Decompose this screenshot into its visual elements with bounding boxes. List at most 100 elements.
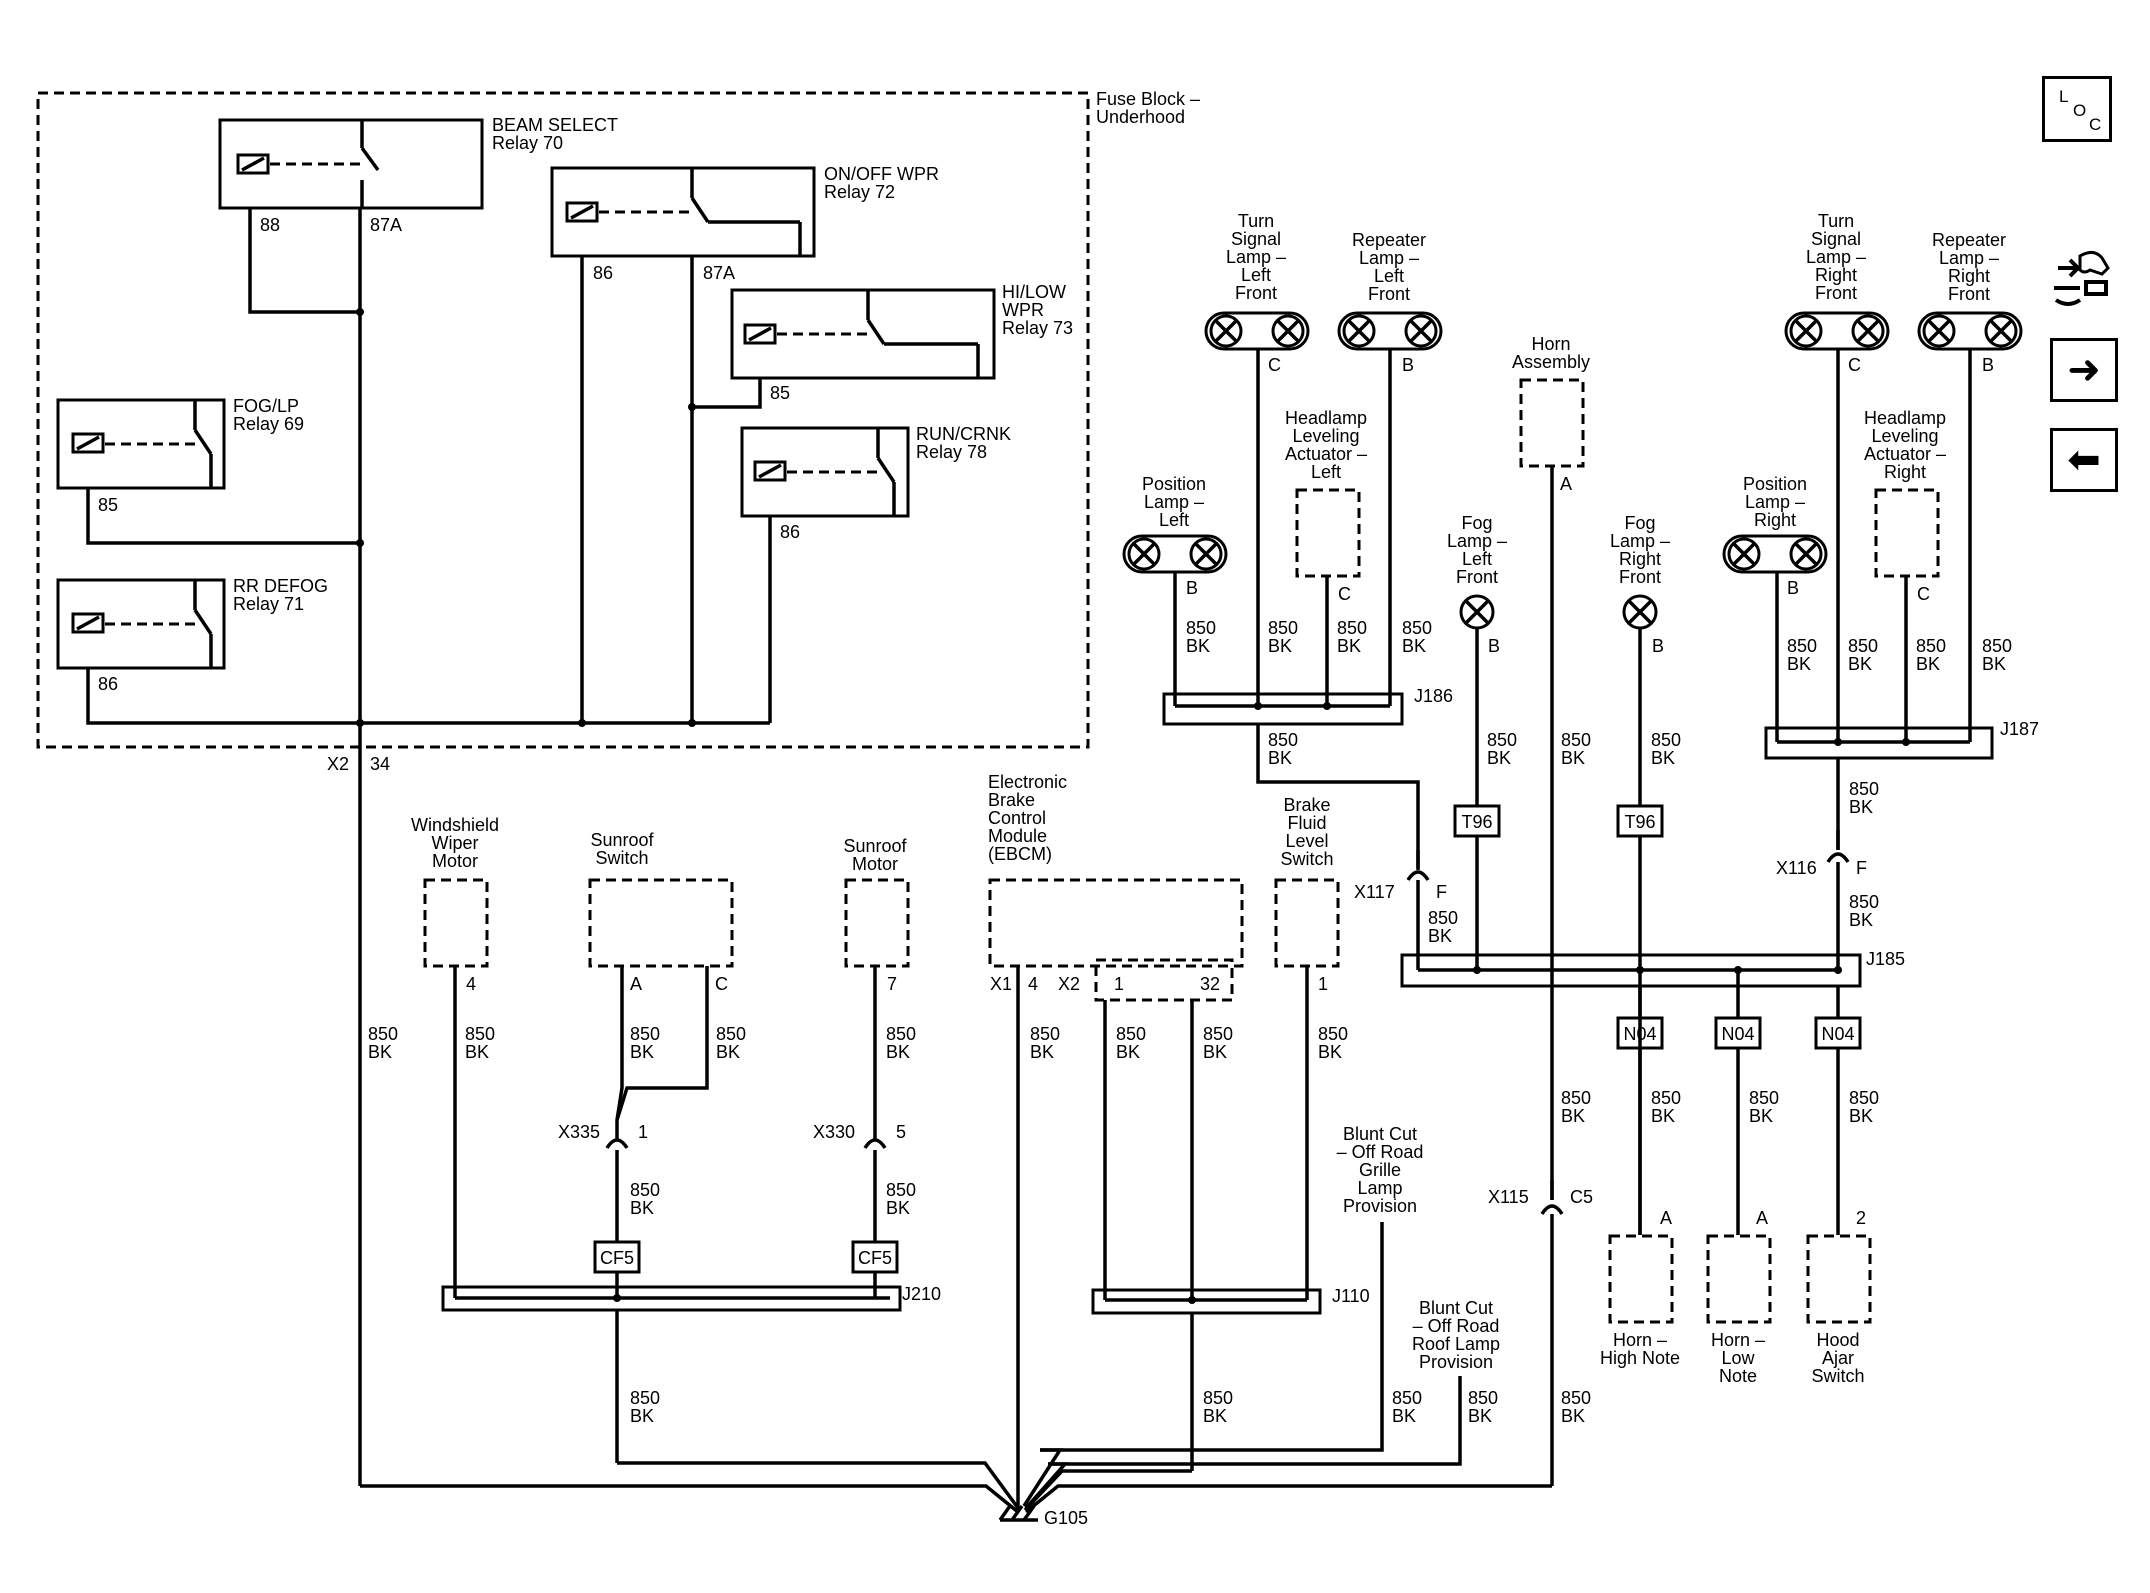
lamp-turn-left bbox=[1204, 311, 1310, 351]
relay-hilow-wpr-num: Relay 73 bbox=[1002, 318, 1073, 338]
fog-left-pin: B bbox=[1488, 636, 1500, 656]
wire-color: BK bbox=[1392, 1406, 1416, 1426]
arrow-right-icon: ➜ bbox=[2067, 347, 2101, 393]
wire-gauge: 850 bbox=[1318, 1024, 1348, 1044]
wire-gauge: 850 bbox=[886, 1180, 916, 1200]
blunt-roof-label-4: Provision bbox=[1419, 1352, 1493, 1372]
relay-beam-select-pin-87a: 87A bbox=[370, 215, 402, 235]
wire-gauge: 850 bbox=[1203, 1024, 1233, 1044]
horn-pin: A bbox=[1560, 474, 1572, 494]
position-right-label-1: Position bbox=[1743, 474, 1807, 494]
repeater-left-label-4: Front bbox=[1368, 284, 1410, 304]
connector-x2-pin: 34 bbox=[370, 754, 390, 774]
wire-gauge: 850 bbox=[630, 1180, 660, 1200]
wire-color: BK bbox=[368, 1042, 392, 1062]
splice-dot bbox=[1473, 966, 1481, 974]
splice-j110 bbox=[1091, 1288, 1322, 1315]
wire-gauge: 850 bbox=[1203, 1388, 1233, 1408]
wire-gauge: 850 bbox=[1787, 636, 1817, 656]
turn-right-label-5: Front bbox=[1815, 283, 1857, 303]
lamp-fog-left bbox=[1459, 594, 1495, 630]
wire-gauge: 850 bbox=[1337, 618, 1367, 638]
tag-n04-label: N04 bbox=[1721, 1024, 1754, 1044]
tag-cf5-label: CF5 bbox=[600, 1248, 634, 1268]
position-right-label-3: Right bbox=[1754, 510, 1796, 530]
wire-gauge: 850 bbox=[465, 1024, 495, 1044]
position-left-label-2: Lamp – bbox=[1144, 492, 1204, 512]
connector-x116-pin: F bbox=[1856, 858, 1867, 878]
repeater-right-pin: B bbox=[1982, 355, 1994, 375]
tag-t96-label: T96 bbox=[1624, 812, 1655, 832]
wire-gauge: 850 bbox=[1916, 636, 1946, 656]
wiper-motor-box bbox=[423, 878, 489, 968]
wire-gauge: 850 bbox=[1651, 730, 1681, 750]
harness-icon bbox=[2054, 251, 2110, 306]
relay-onoff-wpr-name: ON/OFF WPR bbox=[824, 164, 939, 184]
wire-gauge: 850 bbox=[1186, 618, 1216, 638]
headlamp-right-pin: C bbox=[1917, 584, 1930, 604]
horn-high-label-1: Horn – bbox=[1613, 1330, 1667, 1350]
splice-j210 bbox=[441, 1285, 902, 1312]
connector-x115-symbol bbox=[1540, 1204, 1564, 1215]
wire-gauge: 850 bbox=[1651, 1088, 1681, 1108]
splice-dot bbox=[356, 719, 364, 727]
blunt-roof-label-3: Roof Lamp bbox=[1412, 1334, 1500, 1354]
wire-color: BK bbox=[1428, 926, 1452, 946]
ground-bus bbox=[360, 1448, 1552, 1514]
connector-x115-pin: C5 bbox=[1570, 1187, 1593, 1207]
connector-x117-symbol bbox=[1406, 870, 1430, 881]
splice-j210-label: J210 bbox=[902, 1284, 941, 1304]
relay-hilow-wpr-pin-85: 85 bbox=[770, 383, 790, 403]
wire-gauge: 850 bbox=[716, 1024, 746, 1044]
ebcm-x2-pin-32: 32 bbox=[1200, 974, 1220, 994]
turn-right-pin: C bbox=[1848, 355, 1861, 375]
sunroof-motor-label-2: Motor bbox=[852, 854, 898, 874]
wire-color: BK bbox=[1561, 1406, 1585, 1426]
horn-label-2: Assembly bbox=[1512, 352, 1590, 372]
relay-hilow-wpr-name: HI/LOW bbox=[1002, 282, 1066, 302]
splice-dot bbox=[356, 539, 364, 547]
ebcm-x2-connector bbox=[1094, 958, 1234, 1002]
ground-symbol bbox=[998, 1504, 1038, 1522]
relay-beam-select-pin-88: 88 bbox=[260, 215, 280, 235]
ebcm-box bbox=[988, 878, 1244, 968]
headlamp-right-box bbox=[1874, 488, 1940, 578]
turn-right-label-4: Right bbox=[1815, 265, 1857, 285]
relay-ground-wiring bbox=[86, 208, 772, 1486]
previous-page-button[interactable]: ⬅ bbox=[2050, 428, 2118, 492]
fog-right-pin: B bbox=[1652, 636, 1664, 656]
blunt-grille-label-4: Lamp bbox=[1357, 1178, 1402, 1198]
harness-icon-button[interactable] bbox=[2050, 244, 2112, 318]
splice-dot bbox=[1636, 966, 1644, 974]
wire-gauge: 850 bbox=[1849, 892, 1879, 912]
wire-color: BK bbox=[1402, 636, 1426, 656]
repeater-right-label-3: Right bbox=[1948, 266, 1990, 286]
headlamp-left-label-4: Left bbox=[1311, 462, 1341, 482]
turn-right-label-1: Turn bbox=[1818, 211, 1854, 231]
lamp-position-right bbox=[1722, 534, 1828, 574]
tag-n04-label: N04 bbox=[1623, 1024, 1656, 1044]
sunroof-switch-wiring bbox=[615, 966, 709, 1140]
wire-gauge: 850 bbox=[1116, 1024, 1146, 1044]
wire-color: BK bbox=[1916, 654, 1940, 674]
wire-color: BK bbox=[1268, 748, 1292, 768]
headlamp-right-label-4: Right bbox=[1884, 462, 1926, 482]
connector-x116-label: X116 bbox=[1776, 858, 1817, 878]
connector-x335-label: X335 bbox=[558, 1122, 600, 1142]
fuse-block-outline bbox=[36, 91, 1090, 749]
wire-color: BK bbox=[630, 1198, 654, 1218]
loc-button[interactable]: L O C bbox=[2042, 76, 2112, 142]
relay-rr-defog bbox=[56, 578, 226, 670]
ebcm-x2-pin-1: 1 bbox=[1114, 974, 1124, 994]
wire-color: BK bbox=[1337, 636, 1361, 656]
splice-dot bbox=[356, 308, 364, 316]
splice-dot bbox=[1254, 702, 1262, 710]
wire-gauge: 850 bbox=[1561, 1388, 1591, 1408]
blunt-roof-label-1: Blunt Cut bbox=[1419, 1298, 1493, 1318]
next-page-button[interactable]: ➜ bbox=[2050, 338, 2118, 402]
wire-color: BK bbox=[1203, 1042, 1227, 1062]
loc-letter-l: L bbox=[2059, 87, 2069, 106]
ebcm-x2-label: X2 bbox=[1058, 974, 1080, 994]
wire bbox=[1040, 1238, 1384, 1452]
relay-run-crnk bbox=[740, 426, 910, 518]
